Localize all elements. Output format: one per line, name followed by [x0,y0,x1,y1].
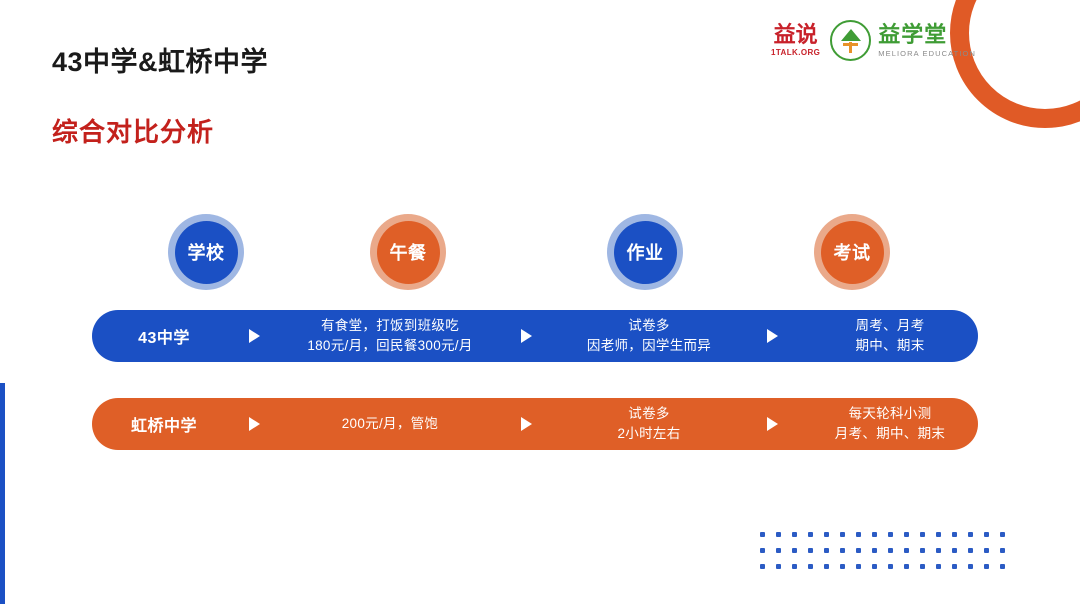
italk-logo-en: 1TALK.ORG [771,48,821,57]
dot [888,548,893,553]
dot [840,548,845,553]
page-title: 43中学&虹桥中学 [52,47,269,77]
category-circle-homework: 作业 [607,214,683,290]
row-cell-lunch-line1: 有食堂，打饭到班级吃 [321,318,459,334]
comparison-row-hongqiaozhongxue: 虹桥中学 200元/月，管饱 试卷多 2小时左右 每天轮科小测 月考、期中、期末 [92,398,978,450]
meliora-tree-icon [830,20,872,61]
dot [984,548,989,553]
category-circle-lunch: 午餐 [370,214,446,290]
meliora-logo-en: MELIORA EDUCATION [878,48,976,58]
tree-stem-shape [849,42,853,53]
row-cell-exam-line1: 周考、月考 [855,318,925,334]
dot [968,564,973,569]
row-school-name: 43中学 [138,330,190,347]
row-cell-exam-line1: 每天轮科小测 [848,406,932,422]
dot [968,548,973,553]
dot [808,532,813,537]
dot [920,564,925,569]
row-cell-lunch: 200元/月，管饱 [272,414,508,434]
dot [920,548,925,553]
dot [920,532,925,537]
dot [1000,532,1005,537]
arrow-marker-icon [236,417,272,431]
meliora-logo: 益学堂 MELIORA EDUCATION [830,20,976,61]
dot [904,532,909,537]
dot [952,532,957,537]
italk-logo-cn: 益说 [773,22,818,47]
dot [824,548,829,553]
logo-group: 益说 1TALK.ORG 益学堂 MELIORA EDUCATION [771,20,976,61]
category-label-lunch: 午餐 [376,220,440,284]
dot [1000,564,1005,569]
dot [808,564,813,569]
dot [824,564,829,569]
row-cell-exam: 周考、月考 期中、期末 [790,316,990,355]
dot [792,548,797,553]
dot [856,532,861,537]
dot [760,548,765,553]
row-cell-lunch-line1: 200元/月，管饱 [341,416,439,432]
row-cell-homework-line1: 试卷多 [628,318,670,334]
dot [776,532,781,537]
category-label-homework: 作业 [613,220,677,284]
row-cell-homework-line2: 因老师，因学生而异 [586,338,712,353]
dot [872,548,877,553]
dot [792,532,797,537]
dot [840,532,845,537]
dot [776,548,781,553]
dot [952,548,957,553]
row-cell-exam-line2: 期中、期末 [855,338,925,353]
row-cell-homework: 试卷多 因老师，因学生而异 [544,316,754,355]
dot [888,564,893,569]
dot [760,532,765,537]
arrow-marker-icon [508,329,544,343]
dot [808,548,813,553]
dot [904,548,909,553]
italk-logo: 益说 1TALK.ORG [771,24,820,57]
dot [936,532,941,537]
arrow-marker-icon [754,417,790,431]
dot [760,564,765,569]
row-cell-lunch-line2: 180元/月，回民餐300元/月 [307,338,473,353]
arrow-marker-icon [754,329,790,343]
arrow-marker-icon [236,329,272,343]
meliora-logo-cn: 益学堂 [878,21,948,47]
decorative-left-bar [0,383,5,604]
category-circle-school: 学校 [168,214,244,290]
row-cell-exam-line2: 月考、期中、期末 [834,426,946,441]
dot [840,564,845,569]
page-subtitle: 综合对比分析 [52,117,215,147]
row-cell-homework-line1: 试卷多 [628,406,670,422]
dot [824,532,829,537]
dot [776,564,781,569]
dot [984,564,989,569]
dot [1000,548,1005,553]
dot [968,532,973,537]
row-cell-lunch: 有食堂，打饭到班级吃 180元/月，回民餐300元/月 [272,316,508,355]
category-label-exam: 考试 [820,220,884,284]
dot [888,532,893,537]
meliora-logo-text: 益学堂 MELIORA EDUCATION [878,21,976,58]
dot [856,564,861,569]
row-cell-exam: 每天轮科小测 月考、期中、期末 [790,404,990,443]
dot [952,564,957,569]
category-label-school: 学校 [174,220,238,284]
category-circle-exam: 考试 [814,214,890,290]
dot [984,532,989,537]
decorative-dot-grid [760,532,1012,584]
row-cell-homework-line2: 2小时左右 [617,426,681,441]
dot [904,564,909,569]
dot [856,548,861,553]
tree-canopy-shape [840,29,861,41]
row-cell-homework: 试卷多 2小时左右 [544,404,754,443]
dot [936,548,941,553]
dot [872,564,877,569]
arrow-marker-icon [508,417,544,431]
row-school-name: 虹桥中学 [130,418,197,435]
dot [936,564,941,569]
comparison-row-43zhongxue: 43中学 有食堂，打饭到班级吃 180元/月，回民餐300元/月 试卷多 因老师… [92,310,978,362]
dot [872,532,877,537]
dot [792,564,797,569]
